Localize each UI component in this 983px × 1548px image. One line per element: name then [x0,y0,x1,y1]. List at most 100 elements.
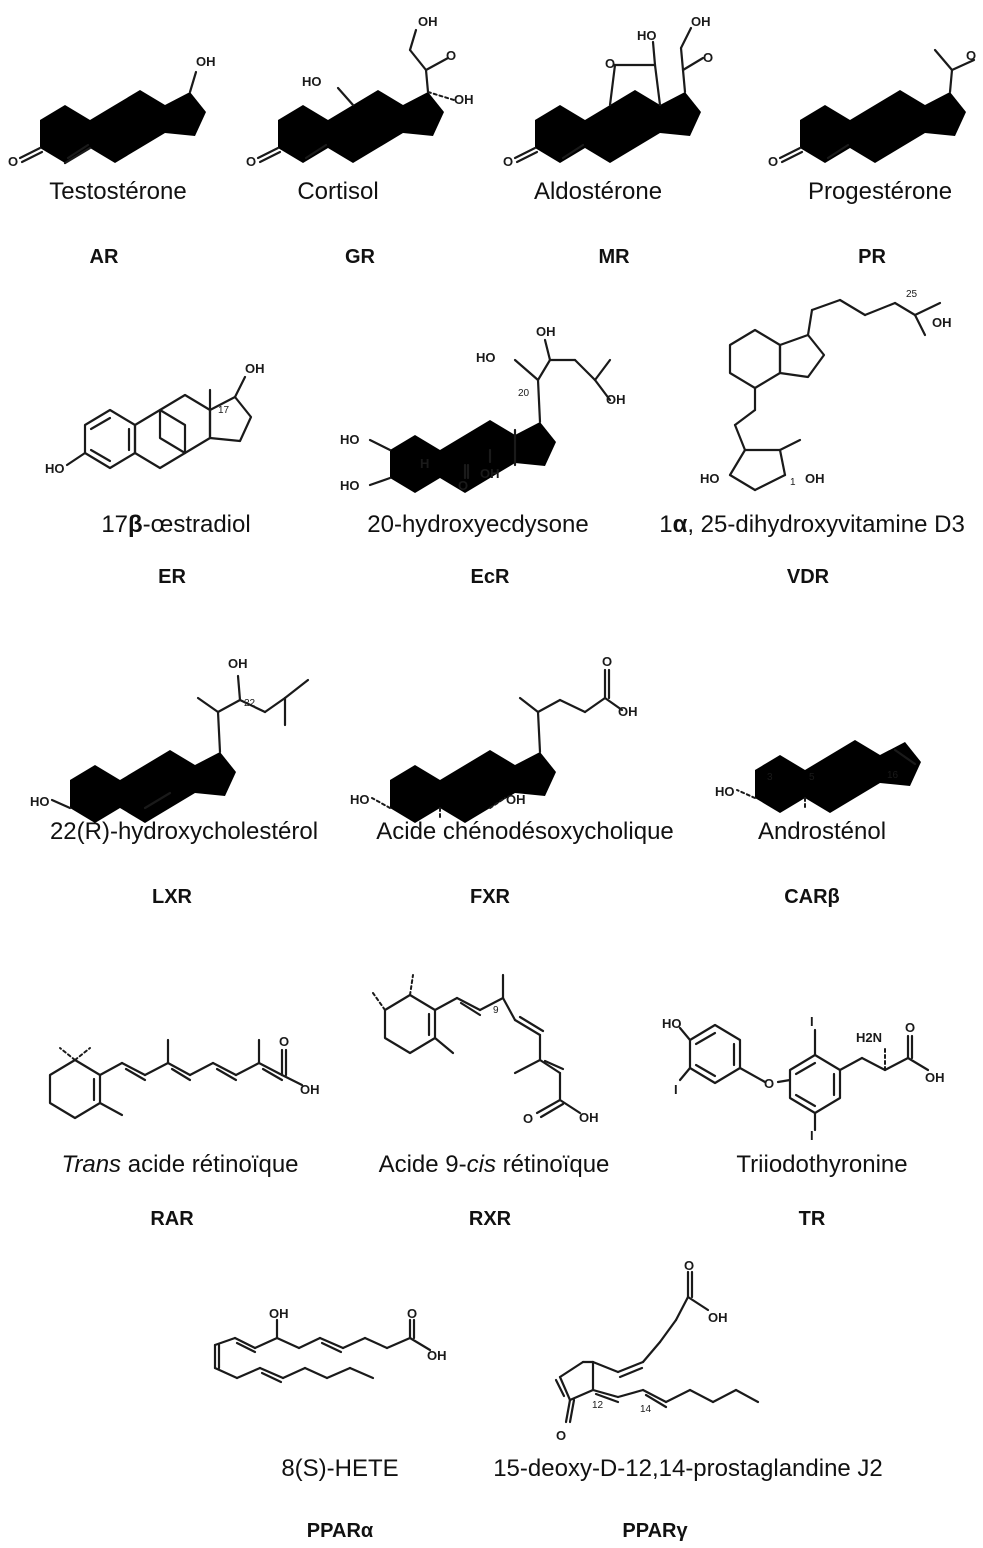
ligand-suffix: , 25-dihydroxyvitamine D3 [687,511,965,538]
atom-label: O [764,1076,774,1091]
cortisol-structure: O HO O OH OH [246,14,474,169]
atom-label: OH [805,471,825,486]
ligand-ecdysone: 20-hydroxyecdysone [367,511,589,538]
receptor-er: ER [158,566,186,588]
position-number: 22 [244,698,256,709]
cis-retinoic-acid-structure: O OH 9 [372,973,599,1126]
atom-label: O [246,154,256,169]
atom-label: HO [302,74,322,89]
atom-label: O [446,48,456,63]
atom-label: O [8,154,18,169]
triiodothyronine-structure: HO I O I I H2N O OH [662,1014,945,1143]
ligand-prefix: Acide 9- [378,1151,467,1178]
position-number: 9 [493,1005,499,1016]
receptor-pr: PR [858,246,886,268]
atom-label: OH [536,324,556,339]
ecdysone-structure: HO HO O H OH HO OH OH 20 [340,324,626,493]
atom-label: OH [245,361,265,376]
atom-label: OH [618,704,638,719]
receptor-rar: RAR [150,1208,194,1230]
atom-label: HO [476,350,496,365]
ligand-prefix: 17 [101,511,129,538]
atom-label: HO [30,794,50,809]
position-number: 12 [592,1400,604,1411]
atom-label: HO [340,478,360,493]
receptor-gr: GR [345,246,375,268]
ligand-hydroxycholesterol: 22(R)-hydroxycholestérol [49,818,319,845]
trans-retinoic-acid-structure: O OH [48,1034,320,1120]
atom-label: O [684,1258,694,1273]
receptor-rxr: RXR [468,1208,512,1230]
atom-label: O [523,1111,533,1126]
atom-label: HO [45,461,65,476]
atom-label: HO [662,1016,682,1031]
atom-label: O [407,1306,417,1321]
receptor-carb: CARβ [784,886,840,908]
atom-label: OH [418,14,438,29]
atom-label: OH [300,1082,320,1097]
atom-label: OH [579,1110,599,1125]
atom-label: O [905,1020,915,1035]
ligand-triiodothyronine: Triiodothyronine [736,1151,908,1178]
receptor-ar: AR [89,246,119,268]
hete-structure: OH O OH [213,1306,447,1384]
ligand-vitamin-d3: 1α, 25-dihydroxyvitamine D3 [659,511,965,539]
hydroxycholesterol-structure: HO OH 22 [30,656,310,823]
position-number: 16 [887,770,899,781]
ligand-greek: β [128,511,143,538]
position-number: 1 [790,477,796,488]
atom-label: O [605,56,615,71]
ligand-testosterone: Testostérone [49,178,187,205]
atom-label: O [966,48,976,63]
ligand-hete: 8(S)-HETE [281,1455,399,1482]
receptor-fxr: FXR [470,886,510,908]
position-number: 20 [518,388,530,399]
atom-label: OH [925,1070,945,1085]
position-number: 14 [640,1404,652,1415]
atom-label: OH [932,315,952,330]
receptor-ppar-alpha: PPARα [306,1520,374,1542]
vitamin-d3-structure: HO OH OH 25 1 [700,289,952,492]
atom-label: OH [606,392,626,407]
ligand-trans-retinoic-acid: Trans acide rétinoïque [61,1151,298,1179]
receptor-ppar-gamma: PPARγ [622,1520,688,1542]
atom-label: OH [454,92,474,107]
atom-label: H [420,456,429,471]
ligand-suffix: acide rétinoïque [121,1151,299,1178]
position-number: 5 [809,772,815,783]
atom-label: OH [196,54,216,69]
ligand-prostaglandin: 15-deoxy-D-12,14-prostaglandine J2 [493,1455,883,1482]
receptor-mr: MR [598,246,630,268]
aldosterone-structure: O HO O OH O [503,14,713,169]
prostaglandin-structure: O OH O 12 14 [554,1258,760,1443]
atom-label: OH [228,656,248,671]
receptor-tr: TR [798,1208,826,1230]
atom-label: OH [691,14,711,29]
atom-label: OH [269,1306,289,1321]
atom-label: O [703,50,713,65]
ligand-progesterone: Progestérone [807,178,953,205]
atom-label: I [810,1128,814,1143]
position-number: 3 [767,772,773,783]
atom-label: OH [480,466,500,481]
atom-label: HO [700,471,720,486]
position-number: 25 [906,289,918,300]
atom-label: I [810,1014,814,1029]
ligand-italic: cis [466,1151,496,1178]
atom-label: HO [340,432,360,447]
ligand-chenodeoxycholic: Acide chénodésoxycholique [376,818,674,845]
position-number: 17 [218,405,230,416]
ligand-italic: Trans [61,1151,122,1178]
atom-label: O [279,1034,289,1049]
androstenol-structure: HO 3 5 16 [715,735,921,813]
atom-label: I [674,1082,678,1097]
ligand-cortisol: Cortisol [297,178,379,205]
atom-label: O [768,154,778,169]
atom-label: O [503,154,513,169]
atom-label: O [458,478,468,493]
ligand-suffix: rétinoïque [495,1151,610,1178]
atom-label: OH [506,792,526,807]
ligand-androstenol: Androsténol [757,818,887,845]
atom-label: HO [637,28,657,43]
estradiol-structure: HO OH 17 [45,361,265,476]
